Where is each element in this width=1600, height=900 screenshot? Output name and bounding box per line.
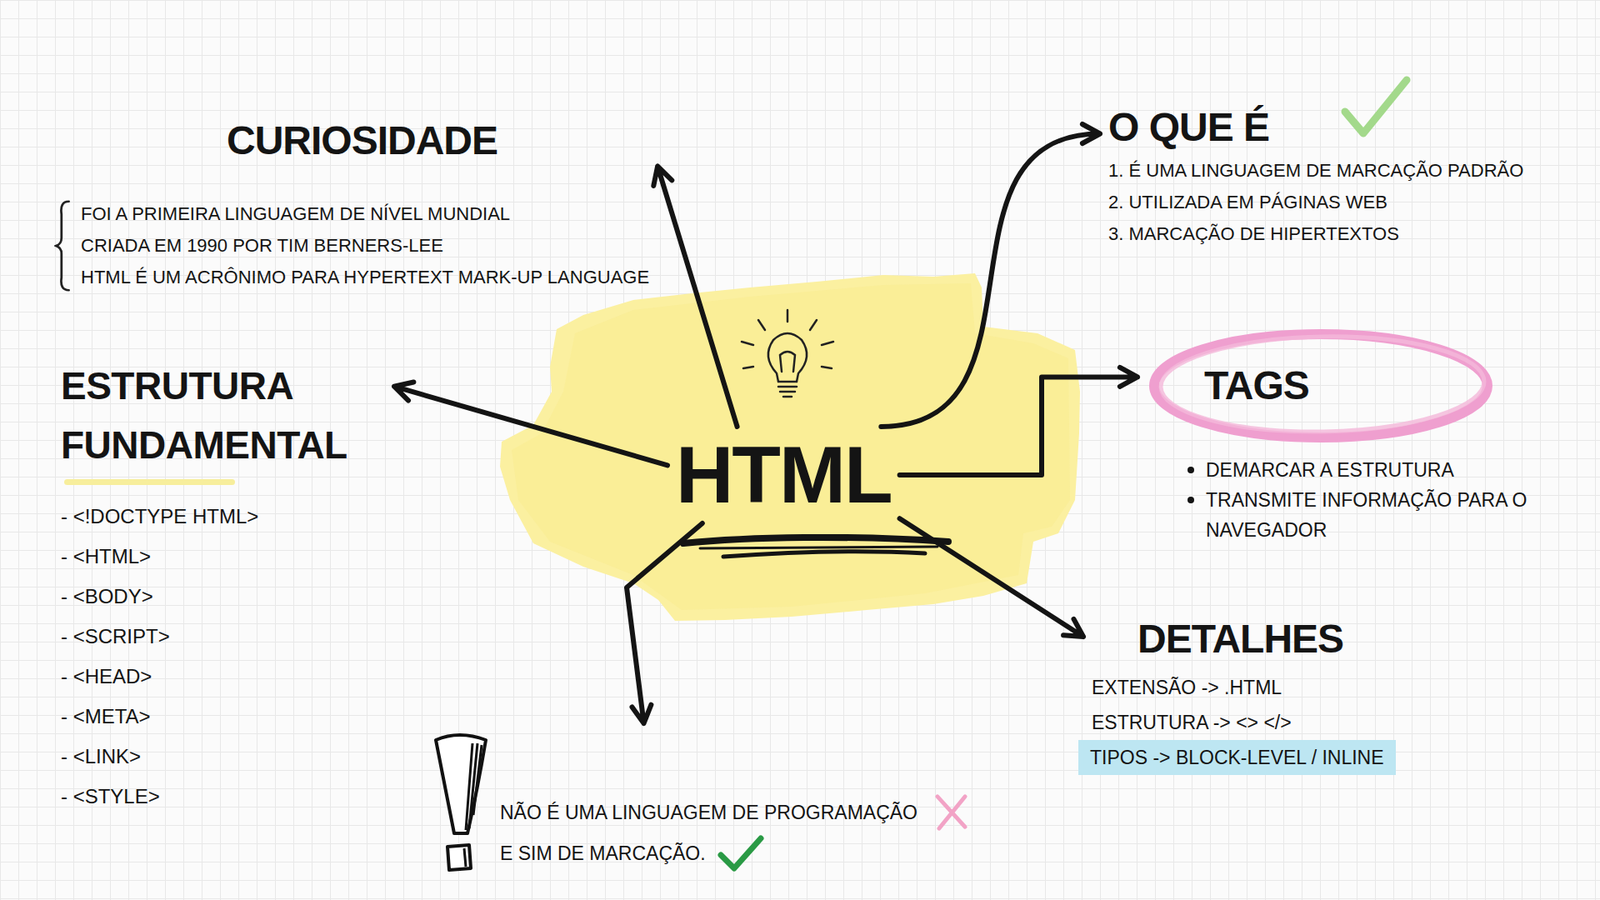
note-group: NÃO É UMA LINGUAGEM DE PROGRAMAÇÃO E SIM … xyxy=(420,723,979,882)
bullet-row: TRANSMITE INFORMAÇÃO PARA O NAVEGADOR xyxy=(1187,485,1548,545)
list-item: 3. MARCAÇÃO DE HIPERTEXTOS xyxy=(1108,218,1524,250)
exclamation-icon-part xyxy=(465,743,482,830)
exclamation-icon xyxy=(429,731,492,874)
pink-ellipse xyxy=(1145,323,1496,449)
bullet-text: TRANSMITE INFORMAÇÃO PARA O NAVEGADOR xyxy=(1205,485,1548,545)
tag-heading: TAGS xyxy=(1204,361,1310,410)
curly-brace xyxy=(54,198,73,294)
central-title: HTML xyxy=(675,435,892,515)
tag-item: - <META> xyxy=(60,696,386,737)
arrow-connector xyxy=(394,382,668,466)
underline-stroke xyxy=(700,546,938,549)
topic-group: TAGS DEMARCAR A ESTRUTURATRANSMITE INFORM… xyxy=(1137,315,1556,554)
note-text: E SIM DE MARCAÇÃO. xyxy=(500,835,706,871)
yellow-blob xyxy=(500,273,1080,621)
bullet-row: DEMARCAR A ESTRUTURA xyxy=(1187,455,1548,485)
arrow-connector xyxy=(626,523,703,724)
tag-item: - <!DOCTYPE HTML> xyxy=(60,496,386,537)
check-mark-part xyxy=(1345,80,1407,134)
note-column: NÃO É UMA LINGUAGEM DE PROGRAMAÇÃO E SIM … xyxy=(500,791,970,874)
bulb-filament xyxy=(780,351,795,372)
list-item: 1. É UMA LINGUAGEM DE MARCAÇÃO PADRÃO xyxy=(1108,155,1524,187)
curly-brace-part xyxy=(55,200,69,290)
tag-ellipse-area: TAGS xyxy=(1145,323,1496,449)
pink-ellipse-part xyxy=(1154,334,1488,438)
tag-item: - <STYLE> xyxy=(60,776,386,817)
cross-mark-part xyxy=(937,796,965,829)
arrow-connector xyxy=(900,367,1138,475)
check-mark xyxy=(717,833,765,874)
check-mark-part xyxy=(720,838,761,869)
detail-list: EXTENSÃO -> .HTMLESTRUTURA -> <> </>TIPO… xyxy=(1091,670,1396,775)
check-mark xyxy=(1340,75,1412,140)
arrow-connector xyxy=(880,124,1100,427)
list-item: 2. UTILIZADA EM PÁGINAS WEB xyxy=(1108,186,1524,219)
numbered-list: 1. É UMA LINGUAGEM DE MARCAÇÃO PADRÃO2. … xyxy=(1108,155,1524,250)
tag-item: - <HTML> xyxy=(60,536,386,577)
exclamation-icon-part xyxy=(435,735,486,834)
cross-mark xyxy=(932,791,970,834)
bullet-text: DEMARCAR A ESTRUTURA xyxy=(1205,455,1548,485)
topic-group: DETALHES EXTENSÃO -> .HTMLESTRUTURA -> <>… xyxy=(1083,606,1405,784)
bulb-base xyxy=(778,386,797,397)
underline-stroke xyxy=(723,551,925,557)
detail-line: ESTRUTURA -> <> </> xyxy=(1091,705,1396,740)
note-column: FOI A PRIMEIRA LINGUAGEM DE NÍVEL MUNDIA… xyxy=(80,198,650,294)
arrow-connector xyxy=(900,518,1084,637)
note-row: E SIM DE MARCAÇÃO. xyxy=(500,833,970,874)
bulb-rays xyxy=(741,310,834,369)
section-heading: CURIOSIDADE xyxy=(226,116,650,165)
note-row: NÃO É UMA LINGUAGEM DE PROGRAMAÇÃO xyxy=(500,791,970,834)
highlight-stroke xyxy=(64,479,235,485)
tag-item: - <LINK> xyxy=(60,736,386,777)
detail-line: TIPOS -> BLOCK-LEVEL / INLINE xyxy=(1078,740,1396,775)
note-text: NÃO É UMA LINGUAGEM DE PROGRAMAÇÃO xyxy=(500,795,918,830)
tag-item: - <BODY> xyxy=(60,576,386,617)
bullet-list: DEMARCAR A ESTRUTURATRANSMITE INFORMAÇÃO… xyxy=(1187,455,1548,545)
section-heading: ESTRUTURA FUNDAMENTAL xyxy=(60,356,386,476)
topic-group: O QUE É1. É UMA LINGUAGEM DE MARCAÇÃO PA… xyxy=(1100,66,1532,259)
detail-line: EXTENSÃO -> .HTML xyxy=(1091,670,1396,705)
bulb-glass xyxy=(768,333,807,382)
bullet-dot xyxy=(1187,496,1195,504)
heading-row: O QUE É xyxy=(1108,75,1524,152)
lightbulb-icon xyxy=(741,310,834,397)
bullet-dot xyxy=(1187,466,1195,474)
central-topic: HTML xyxy=(667,426,900,524)
topic-group: CURIOSIDADE FOI A PRIMEIRA LINGUAGEM DE N… xyxy=(45,108,658,302)
note-line: HTML É UM ACRÔNIMO PARA HYPERTEXT MARK-U… xyxy=(80,261,650,294)
note-line: CRIADA EM 1990 POR TIM BERNERS-LEE xyxy=(80,230,650,262)
tag-item: - <SCRIPT> xyxy=(60,616,386,657)
section-heading: DETALHES xyxy=(1137,615,1396,664)
tag-list: - <!DOCTYPE HTML>- <HTML>- <BODY>- <SCRI… xyxy=(60,496,386,817)
topic-group: ESTRUTURA FUNDAMENTAL- <!DOCTYPE HTML>- … xyxy=(52,348,395,825)
note-line: FOI A PRIMEIRA LINGUAGEM DE NÍVEL MUNDIA… xyxy=(80,198,650,230)
tag-item: - <HEAD> xyxy=(60,656,386,697)
pink-ellipse-part xyxy=(1160,334,1485,435)
arrow-connector xyxy=(653,166,737,428)
underline-stroke xyxy=(683,537,949,544)
section-heading: O QUE É xyxy=(1108,103,1270,152)
exclamation-icon-part xyxy=(447,845,471,870)
brush-underline xyxy=(683,537,949,557)
note-group: FOI A PRIMEIRA LINGUAGEM DE NÍVEL MUNDIA… xyxy=(54,198,650,294)
exclamation-icon-part xyxy=(464,848,466,867)
